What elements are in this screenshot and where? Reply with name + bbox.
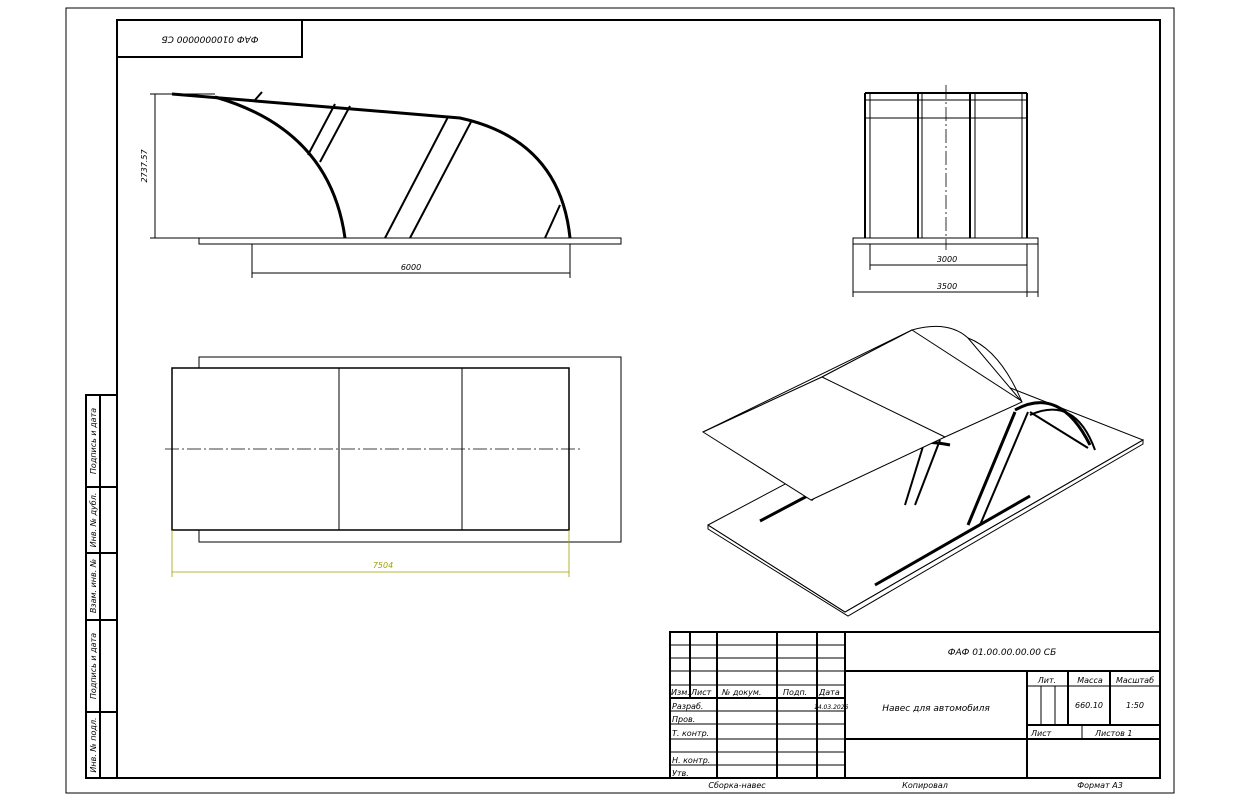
top-length-dim-text: 7504 xyxy=(373,561,393,570)
designation: ФАФ 01.00.00.00.00 СБ xyxy=(948,648,1057,658)
strip-label: Инв. № подл. xyxy=(89,717,98,772)
scale-value: 1:50 xyxy=(1126,701,1144,710)
footer-left: Сборка-навес xyxy=(708,781,766,790)
mass-label: Масса xyxy=(1077,676,1103,685)
isometric-view xyxy=(701,325,1145,617)
sheets-label: Листов 1 xyxy=(1094,729,1133,738)
scale-label: Масштаб xyxy=(1116,676,1154,685)
title-block: ФАФ 01.00.00.00.00 СБ Навес для автомоби… xyxy=(669,631,1161,790)
header-list: Лист xyxy=(690,688,712,697)
role-label: Т. контр. xyxy=(672,729,709,738)
date-value: 14.03.2026 xyxy=(814,704,849,711)
header-date: Дата xyxy=(818,688,840,697)
header-sign: Подп. xyxy=(783,688,807,697)
mass-value: 660.10 xyxy=(1075,701,1103,710)
footer-copied: Копировал xyxy=(902,781,948,790)
inner-width-dim-text: 3000 xyxy=(937,255,957,264)
top-stamp-text: ФАФ 0100000000 СБ xyxy=(161,34,258,44)
footer-format: Формат А3 xyxy=(1077,781,1123,790)
top-view: 7504 xyxy=(165,356,622,577)
role-label: Н. контр. xyxy=(672,756,710,765)
header-izm: Изм. xyxy=(671,688,690,697)
inner-frame xyxy=(116,19,1161,779)
header-doc: № докум. xyxy=(721,688,761,697)
strip-label: Инв. № дубл. xyxy=(89,493,98,548)
top-stamp: ФАФ 0100000000 СБ xyxy=(117,20,303,58)
role-label: Разраб. xyxy=(672,702,703,711)
side-view: 3000 3500 xyxy=(852,85,1039,297)
sheet-label: Лист xyxy=(1030,729,1052,738)
role-label: Утв. xyxy=(672,769,689,778)
height-dim-text: 2737.57 xyxy=(140,149,149,183)
strip-label: Подпись и дата xyxy=(89,408,98,474)
strip-label: Подпись и дата xyxy=(89,633,98,699)
length-dim-text: 6000 xyxy=(401,263,421,272)
drawing-name: Навес для автомобиля xyxy=(882,704,990,714)
outer-width-dim-text: 3500 xyxy=(937,282,957,291)
outer-border xyxy=(65,7,1175,794)
strip-label: Взам. инв. № xyxy=(89,559,98,613)
lit-label: Лит. xyxy=(1037,676,1056,685)
front-view: 2737.57 6000 xyxy=(140,91,622,278)
role-label: Пров. xyxy=(672,715,695,724)
left-strip: Подпись и дата Инв. № дубл. Взам. инв. №… xyxy=(85,394,117,779)
